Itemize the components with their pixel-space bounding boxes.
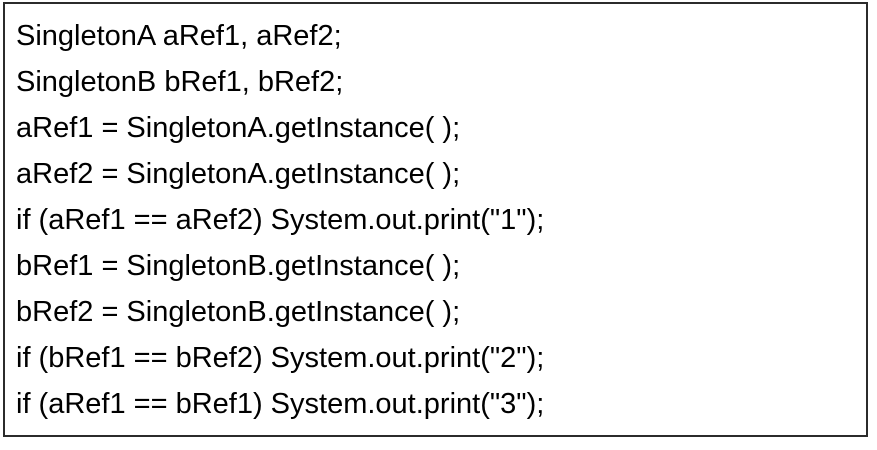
code-line-6: bRef1 = SingletonB.getInstance( );	[16, 250, 461, 282]
code-line-9: if (aRef1 == bRef1) System.out.print("3"…	[16, 388, 545, 420]
code-line-2: SingletonB bRef1, bRef2;	[16, 66, 344, 98]
code-line-5: if (aRef1 == aRef2) System.out.print("1"…	[16, 204, 545, 236]
code-line-1: SingletonA aRef1, aRef2;	[16, 20, 342, 52]
code-line-7: bRef2 = SingletonB.getInstance( );	[16, 296, 461, 328]
code-listing: SingletonA aRef1, aRef2; SingletonB bRef…	[5, 4, 866, 435]
code-line-8: if (bRef1 == bRef2) System.out.print("2"…	[16, 342, 545, 374]
code-figure: SingletonA aRef1, aRef2; SingletonB bRef…	[3, 2, 868, 437]
code-line-3: aRef1 = SingletonA.getInstance( );	[16, 112, 461, 144]
code-line-4: aRef2 = SingletonA.getInstance( );	[16, 158, 461, 190]
